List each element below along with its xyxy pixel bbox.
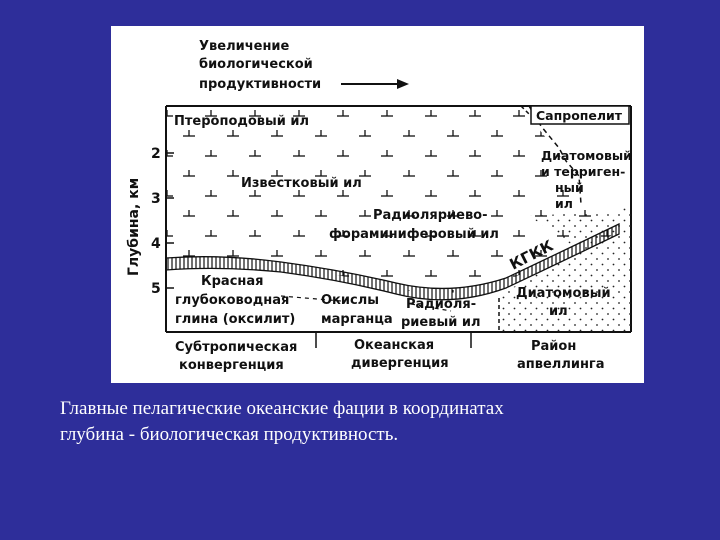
ccd-band xyxy=(165,222,620,301)
label-manganese-2: марганца xyxy=(321,312,393,327)
zone-upwelling-2: апвеллинга xyxy=(517,357,605,372)
label-radiolarian-2: риевый ил xyxy=(401,315,480,330)
y-axis-label: Глубина, км xyxy=(126,178,142,276)
label-red-clay-3: глина (оксилит) xyxy=(175,312,295,327)
label-diatom-terr-1: Диатомовый xyxy=(541,148,632,163)
header-line-1: Увеличение xyxy=(199,39,290,54)
label-diatom-1: Диатомовый xyxy=(516,286,611,301)
label-diatom-terr-2: и терриген- xyxy=(541,164,625,179)
sapropel-boundary xyxy=(520,105,532,117)
header-line-3: продуктивности xyxy=(199,77,321,92)
label-sapropel: Сапропелит xyxy=(536,108,623,123)
label-radiolarian-foram-1: Радиоляриево- xyxy=(373,208,488,223)
label-calcareous: Известковый ил xyxy=(241,176,362,191)
caption: Главные пелагические океанские фации в к… xyxy=(60,396,700,448)
label-diatom-2: ил xyxy=(549,304,568,319)
y-tick-3: 3 xyxy=(151,191,161,207)
zone-divergence-2: дивергенция xyxy=(351,356,449,371)
figure-panel: Увеличение биологической продуктивности … xyxy=(111,26,644,383)
label-manganese-1: Окислы xyxy=(321,293,379,308)
header-line-2: биологической xyxy=(199,57,313,72)
caption-line-2: глубина - биологическая продуктивность. xyxy=(60,424,399,445)
zone-subtropical-2: конвергенция xyxy=(179,358,284,373)
productivity-arrow-icon xyxy=(341,79,409,89)
y-tick-5: 5 xyxy=(151,281,161,297)
label-red-clay-1: Красная xyxy=(201,274,264,289)
sapropel-box xyxy=(530,105,630,125)
zone-divergence-1: Океанская xyxy=(354,338,434,353)
zone-subtropical-1: Субтропическая xyxy=(175,340,297,355)
label-radiolarian-foram-2: фораминиферовый ил xyxy=(329,227,499,242)
label-diatom-terr-4: ил xyxy=(555,196,573,211)
y-tick-2: 2 xyxy=(151,146,161,162)
label-pteropod: Птероподовый ил xyxy=(174,114,309,129)
y-tick-4: 4 xyxy=(151,236,161,252)
label-red-clay-2: глубоководная xyxy=(175,293,289,308)
red-clay-boundaries xyxy=(280,295,452,312)
caption-line-1: Главные пелагические океанские фации в к… xyxy=(60,398,504,419)
zone-upwelling-1: Район xyxy=(531,339,576,354)
label-radiolarian-1: Радиоля- xyxy=(406,297,476,312)
label-diatom-terr-3: ный xyxy=(555,180,584,195)
facies-diagram: Увеличение биологической продуктивности … xyxy=(126,39,632,373)
